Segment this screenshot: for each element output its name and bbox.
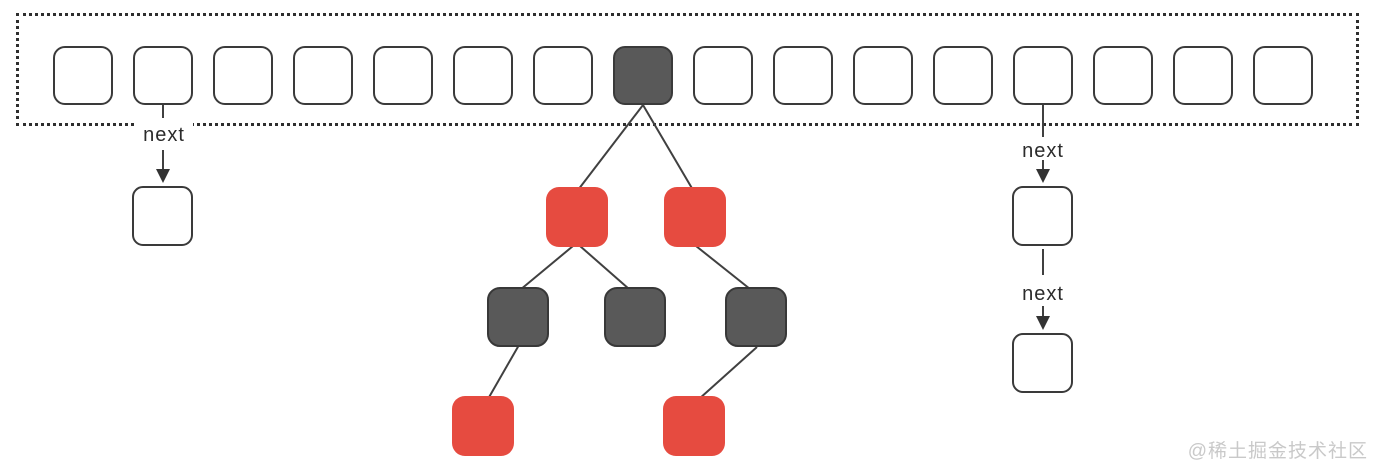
- list-node-box: [1012, 333, 1073, 393]
- tree-node-black: [487, 287, 549, 347]
- tree-edge-line: [577, 104, 644, 191]
- bucket-cell-treeified: [613, 46, 673, 105]
- tree-node-red: [452, 396, 514, 456]
- tree-node-red: [663, 396, 725, 456]
- bucket-cell: [1013, 46, 1073, 105]
- arrow-down-icon: [1036, 169, 1050, 183]
- tree-edge-line: [487, 344, 520, 400]
- tree-node-red: [546, 187, 608, 247]
- bucket-cell: [213, 46, 273, 105]
- next-label: next: [1022, 283, 1064, 305]
- bucket-array-container: [16, 13, 1359, 126]
- tree-node-red: [664, 187, 726, 247]
- bucket-cell: [1093, 46, 1153, 105]
- tree-edge-line: [579, 245, 630, 290]
- bucket-cell: [373, 46, 433, 105]
- list-node-box: [1012, 186, 1073, 246]
- arrow-down-icon: [1036, 316, 1050, 330]
- arrow-down-icon: [156, 169, 170, 183]
- bucket-cell: [1173, 46, 1233, 105]
- bucket-cell: [773, 46, 833, 105]
- bucket-cell: [133, 46, 193, 105]
- bucket-cell: [933, 46, 993, 105]
- list-node-box: [132, 186, 193, 246]
- watermark: @稀土掘金技术社区: [1187, 441, 1368, 462]
- tree-edge-line: [698, 346, 758, 400]
- bucket-cell: [533, 46, 593, 105]
- bucket-cell: [1253, 46, 1313, 105]
- bucket-cell: [693, 46, 753, 105]
- next-label: next: [1022, 140, 1064, 162]
- tree-edge-line: [642, 104, 694, 191]
- bucket-cell: [453, 46, 513, 105]
- bucket-cell: [853, 46, 913, 105]
- bucket-cell: [293, 46, 353, 105]
- tree-node-black: [604, 287, 666, 347]
- tree-edge-line: [695, 245, 751, 290]
- tree-node-black: [725, 287, 787, 347]
- next-label: next: [135, 122, 193, 149]
- tree-edge-line: [519, 245, 574, 291]
- bucket-cell: [53, 46, 113, 105]
